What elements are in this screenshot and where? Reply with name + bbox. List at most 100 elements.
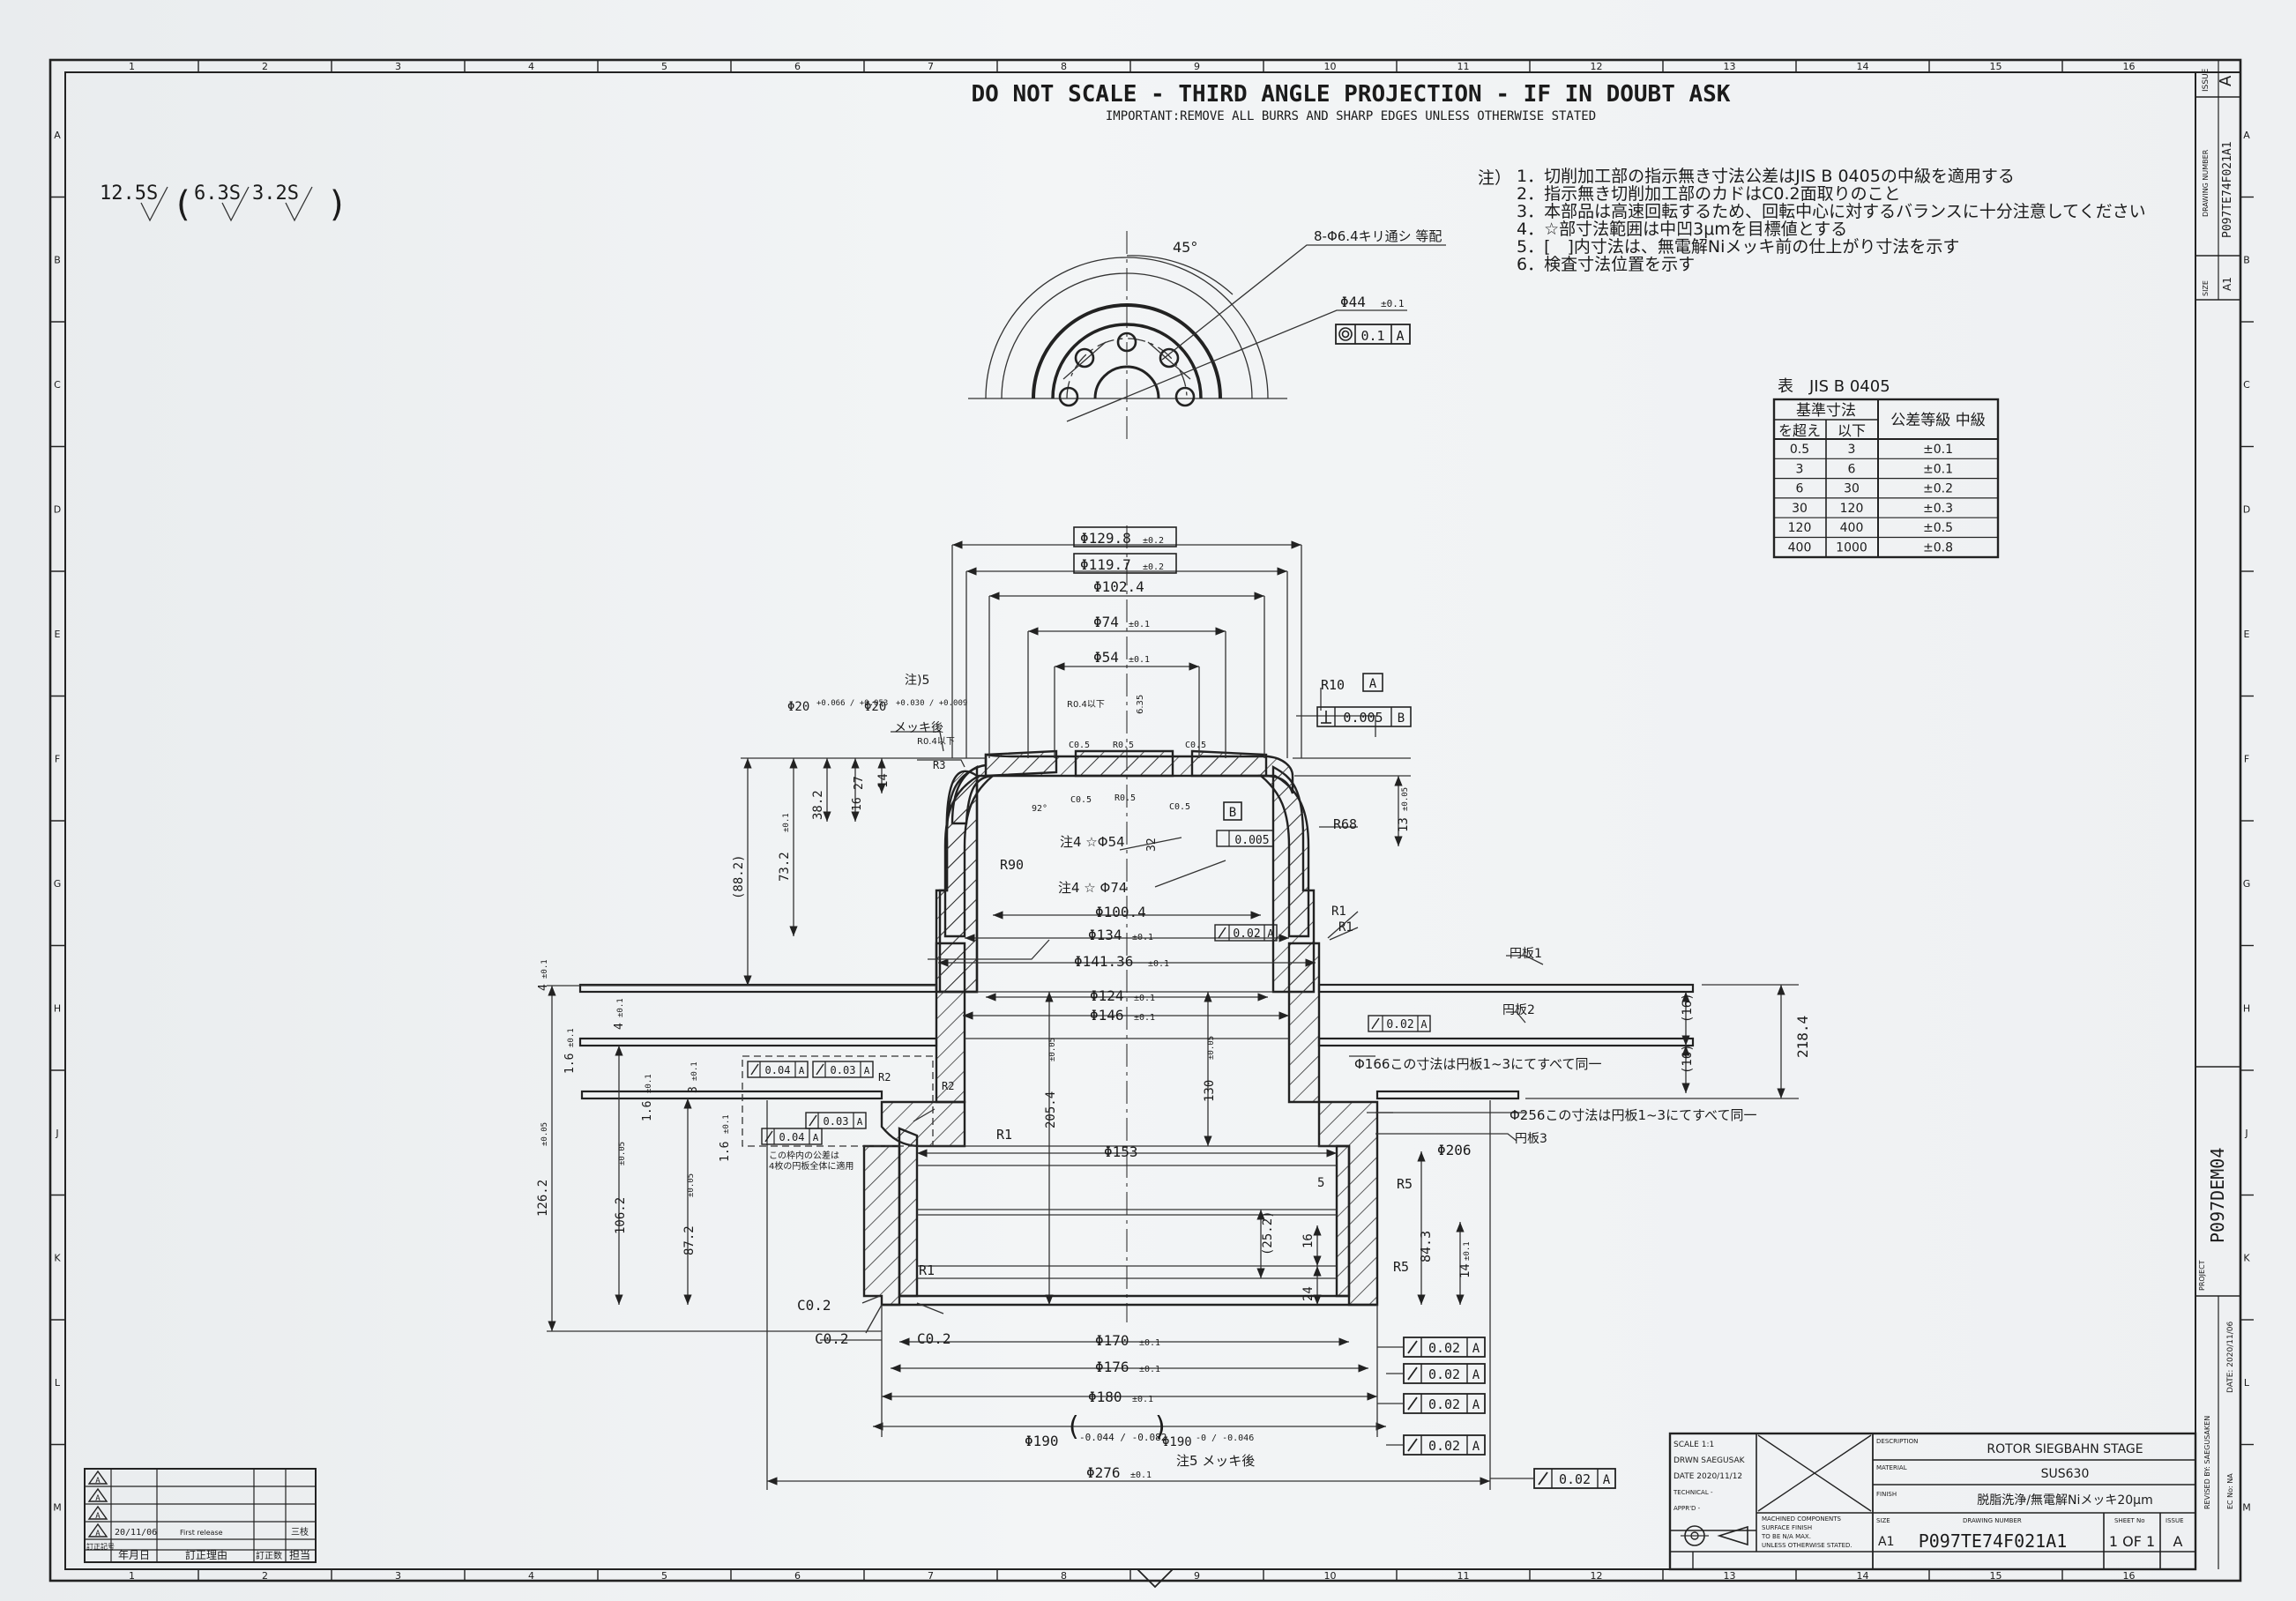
runout-frame-3a: 0.04 A <box>747 1061 809 1078</box>
dim-r1a: R1 <box>1331 905 1346 919</box>
side-drawing-number: P097TE74F021A1 <box>2221 141 2234 238</box>
dim-r2b: R2 <box>942 1080 954 1092</box>
grid-row-label: H <box>2243 1002 2250 1014</box>
rev-mark-2: A <box>95 1494 101 1503</box>
dim-h38: 38.2 <box>811 790 825 820</box>
d44-tol: ±0.1 <box>1381 298 1405 309</box>
dim-d20b: Φ20 <box>864 700 886 714</box>
note-4: 4．☆部寸法範囲は中凹3μmを目標値とする <box>1517 220 1847 239</box>
run3b-datum: A <box>864 1065 870 1076</box>
grid-col-label: 13 <box>1724 61 1736 72</box>
side-project: P097DEM04 <box>2207 1148 2228 1243</box>
grid-col-label: 6 <box>794 61 801 72</box>
dim-d146-tol: ±0.1 <box>1134 1013 1155 1023</box>
dim-d180-tol: ±0.1 <box>1132 1395 1153 1404</box>
grid-row-label: H <box>54 1002 61 1014</box>
dim-r5b: R5 <box>1393 1259 1409 1275</box>
tb-dn-label: DRAWING NUMBER <box>1963 1517 2022 1524</box>
dim-d74: Φ74 <box>1093 614 1119 630</box>
tb-date: DATE 2020/11/12 <box>1674 1472 1742 1481</box>
table-head-over: を超え <box>1778 422 1821 439</box>
dim-h4b-tol: ±0.1 <box>616 998 625 1017</box>
run-r1-datum: A <box>1472 1342 1480 1356</box>
dim-h25: (25.2) <box>1261 1210 1275 1255</box>
flat-value: 0.005 <box>1234 834 1269 847</box>
dim-d5: 5 <box>1317 1176 1324 1190</box>
dim-h16d: 1.6 <box>563 1054 577 1074</box>
tb-finish: 脱脂洗浄/無電解Niメッキ20μm <box>1977 1493 2152 1508</box>
svg-text:): ) <box>330 184 344 225</box>
grid-col-label: 4 <box>528 61 534 72</box>
table-head-base: 基準寸法 <box>1796 402 1856 420</box>
dim-d180: Φ180 <box>1088 1389 1122 1405</box>
grid-row-label: E <box>2244 629 2250 640</box>
dim-r10-datum: A <box>1369 677 1377 691</box>
dim-d124-tol: ±0.1 <box>1134 994 1155 1003</box>
plating-after-top: メッキ後 <box>894 721 943 735</box>
dim-635: 6.35 <box>1136 695 1145 714</box>
dim-h16c: 16 <box>851 797 864 811</box>
table-cell: ±0.2 <box>1923 482 1953 496</box>
grid-row-label: B <box>2243 254 2250 265</box>
run5-value: 0.04 <box>779 1131 805 1143</box>
runout-frame-5: 0.04 A <box>761 1128 823 1145</box>
table-cell: 30 <box>1792 502 1808 516</box>
dim-h88: (88.2) <box>732 854 746 899</box>
dim-h3: 3 <box>687 1086 700 1093</box>
dim-h16e: 1.6 <box>641 1101 654 1121</box>
table-cell: 120 <box>1788 521 1812 535</box>
header-title: DO NOT SCALE - THIRD ANGLE PROJECTION - … <box>972 81 1731 108</box>
perpendicularity-frame: 0.005 B <box>1316 706 1412 727</box>
rev-reason: First release <box>180 1529 223 1537</box>
svg-text:(: ( <box>176 184 190 225</box>
dim-r04a: R0.4以下 <box>1067 700 1105 710</box>
dim-h87: 87.2 <box>682 1225 697 1255</box>
grid-col-label: 7 <box>928 61 934 72</box>
grid-row-label: E <box>55 629 61 640</box>
conc-datum: A <box>1396 328 1404 344</box>
dim-h73-tol: ±0.1 <box>782 813 791 832</box>
runout-frames-right: 0.02 A 0.02 A 0.02 A 0.02 A <box>1377 1337 1616 1489</box>
tb-size: A1 <box>1878 1535 1894 1549</box>
dim-h24: 24 <box>1301 1286 1316 1301</box>
table-cell: 3 <box>1848 443 1856 457</box>
grid-col-label: 14 <box>1857 61 1869 72</box>
run-r2-datum: A <box>1472 1368 1480 1382</box>
grid-row-label: L <box>55 1377 61 1389</box>
dim-h205-tol: ±0.05 <box>1048 1038 1057 1061</box>
grid-col-label: 16 <box>2123 61 2136 72</box>
grid-row-label: D <box>2243 503 2250 515</box>
dim-d134: Φ134 <box>1088 927 1122 943</box>
grid-col-label: 2 <box>262 1570 268 1582</box>
grid-col-label: 14 <box>1857 1570 1869 1582</box>
surface-finish-symbol: 12.5S ( 6.3S 3.2S ) <box>100 182 344 225</box>
table-cell: 400 <box>1840 521 1864 535</box>
grid-col-label: 12 <box>1591 61 1603 72</box>
grid-col-label: 15 <box>1990 61 2002 72</box>
rev-head-by: 担当 <box>289 1549 310 1561</box>
dimension-texts: Φ129.8 ±0.2 Φ119.7 ±0.2 Φ102.4 Φ74 ±0.1 … <box>536 526 1811 1481</box>
run5-datum: A <box>813 1132 819 1143</box>
grid-col-label: 10 <box>1324 61 1337 72</box>
dim-d170-tol: ±0.1 <box>1139 1338 1160 1348</box>
grid-col-label: 9 <box>1194 1570 1200 1582</box>
dim-d276: Φ276 <box>1086 1464 1121 1481</box>
grid-row-label: G <box>54 878 62 890</box>
dim-d134-tol: ±0.1 <box>1132 933 1153 942</box>
centering-mark <box>1137 1568 1174 1589</box>
grid-row-label: G <box>2243 878 2251 890</box>
grid-col-label: 15 <box>1990 1570 2002 1582</box>
dim-d206: Φ206 <box>1437 1142 1472 1158</box>
side-size-label: SIZE <box>2202 280 2210 296</box>
run1-value: 0.02 <box>1233 927 1260 941</box>
tb-machined-4: UNLESS OTHERWISE STATED. <box>1762 1542 1852 1549</box>
rev-head-reason: 訂正理由 <box>185 1548 227 1561</box>
section-view <box>578 525 1695 1322</box>
dim-h126: 126.2 <box>536 1180 550 1217</box>
dim-h4a: 4 <box>537 984 550 991</box>
grid-row-label: B <box>54 254 61 265</box>
holes-callout: 8-Φ6.4キリ通シ 等配 <box>1314 228 1442 244</box>
dim-c05a: C0.5 <box>1069 741 1090 750</box>
